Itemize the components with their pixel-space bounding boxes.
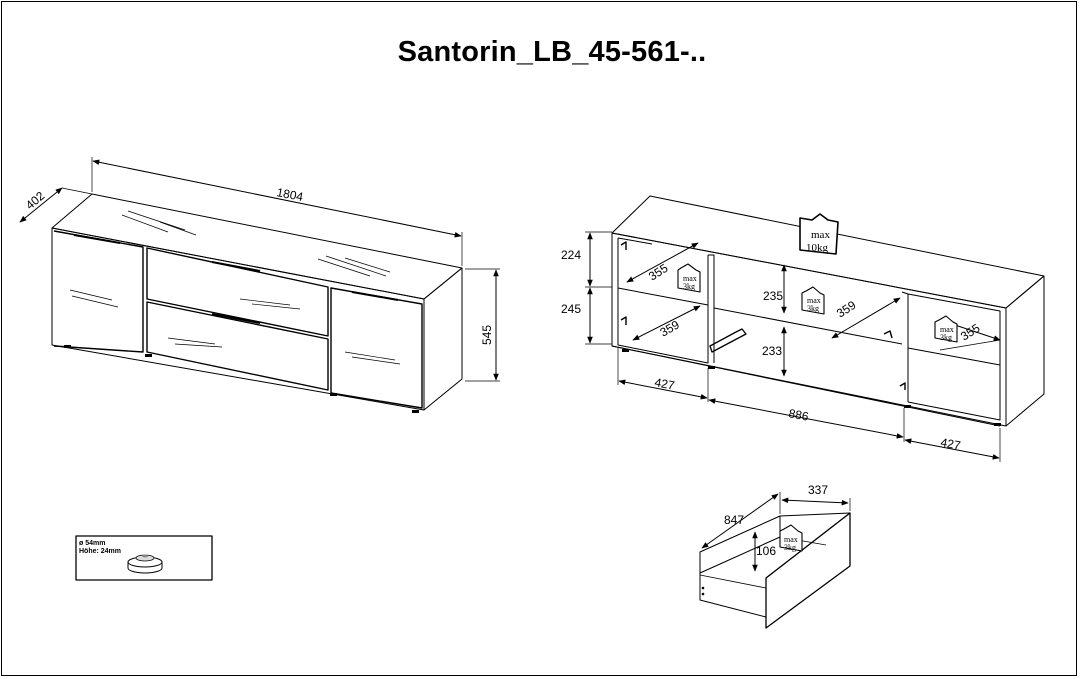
width-right-label: 427: [939, 435, 962, 453]
right-compartment: [907, 293, 1001, 421]
top-load-line1: max: [811, 229, 830, 241]
drawer-height-label: 106: [756, 544, 776, 558]
width-left-label: 427: [653, 375, 676, 393]
drawer-depth-label: 847: [724, 513, 744, 527]
shelf-load-left-line2: 3kg: [683, 282, 695, 291]
right-dimensions: [585, 231, 1001, 462]
top-load-line2: 10kg: [806, 242, 829, 254]
left-door: [53, 230, 144, 353]
drawer-inner-line: [699, 574, 767, 589]
cabinet-side: [423, 267, 463, 411]
sideboard-closed-view: [19, 157, 500, 413]
drawer-width-label: 337: [808, 483, 828, 497]
cabinet-top: [51, 193, 463, 300]
height-label: 545: [480, 325, 494, 345]
drawer-dimensions: [701, 492, 851, 572]
drawer-load-line1: max: [784, 535, 798, 544]
shelf-depth-left-upper: 355: [646, 261, 671, 284]
open-side: [1005, 275, 1045, 427]
foot-detail-box: [75, 535, 213, 581]
left-shelf: [617, 287, 709, 306]
shelf-depth-right: 355: [958, 321, 983, 344]
weight-icon: [779, 524, 803, 552]
drawing-title: Santorin_LB_45-561-..: [397, 36, 707, 68]
middle-divider-left: [708, 254, 715, 363]
drawer-load-line2: 3kg: [784, 543, 796, 552]
depth-label: 402: [23, 188, 48, 212]
compartment-upper-height: 224: [561, 248, 581, 262]
drawer-lower-front: [146, 301, 329, 391]
shelf-load-right-line2: 3kg: [940, 333, 952, 342]
drawer-detail: [699, 492, 851, 629]
shelf-load-middle-line2: 3kg: [807, 304, 819, 313]
shelf-load-left-line1: max: [683, 274, 697, 283]
feet-right: [622, 349, 1001, 426]
foot-diameter-label: ø 54mm: [79, 540, 105, 547]
drawer-box-bottom: [699, 573, 767, 618]
shelf-depth-left-lower: 359: [658, 317, 683, 339]
cabinet-feet: [64, 345, 419, 413]
width-dimension: [91, 157, 463, 266]
sideboard-open-view: [585, 195, 1045, 462]
middle-lower-height: 233: [762, 344, 782, 358]
shelf-depth-middle: 359: [834, 298, 859, 321]
weight-icon: [799, 213, 839, 255]
shelf-load-right-line1: max: [940, 325, 954, 334]
foot-height-label: Höhe: 24mm: [79, 548, 121, 555]
middle-upper-height: 235: [763, 289, 783, 303]
shelf-load-middle-line1: max: [807, 296, 821, 305]
right-shelf: [907, 347, 1001, 366]
handles: [73, 234, 399, 324]
weight-icon: [801, 286, 825, 315]
right-shelf-edge: [939, 339, 1001, 351]
right-door: [330, 287, 423, 409]
bottom-panel-line: [611, 345, 1001, 427]
depth-dimension: [19, 187, 93, 223]
foot-icon: [127, 554, 163, 574]
drawer-upper-front: [146, 247, 329, 337]
width-middle-label: 886: [787, 406, 810, 424]
compartment-lower-height: 245: [561, 302, 581, 316]
drawer-screw: [701, 586, 705, 590]
left-compartment: [617, 238, 709, 364]
height-dimension: [465, 268, 500, 382]
foot-detail: [75, 535, 213, 581]
width-label: 1804: [275, 185, 304, 204]
weight-icon: [934, 315, 958, 343]
drawer-front-panel: [765, 512, 851, 629]
open-outline: [611, 233, 1007, 427]
drawer-runner: [709, 328, 747, 353]
weight-icon: [677, 263, 701, 293]
drawer-screw: [701, 592, 705, 596]
reflection-marks: [69, 210, 401, 365]
